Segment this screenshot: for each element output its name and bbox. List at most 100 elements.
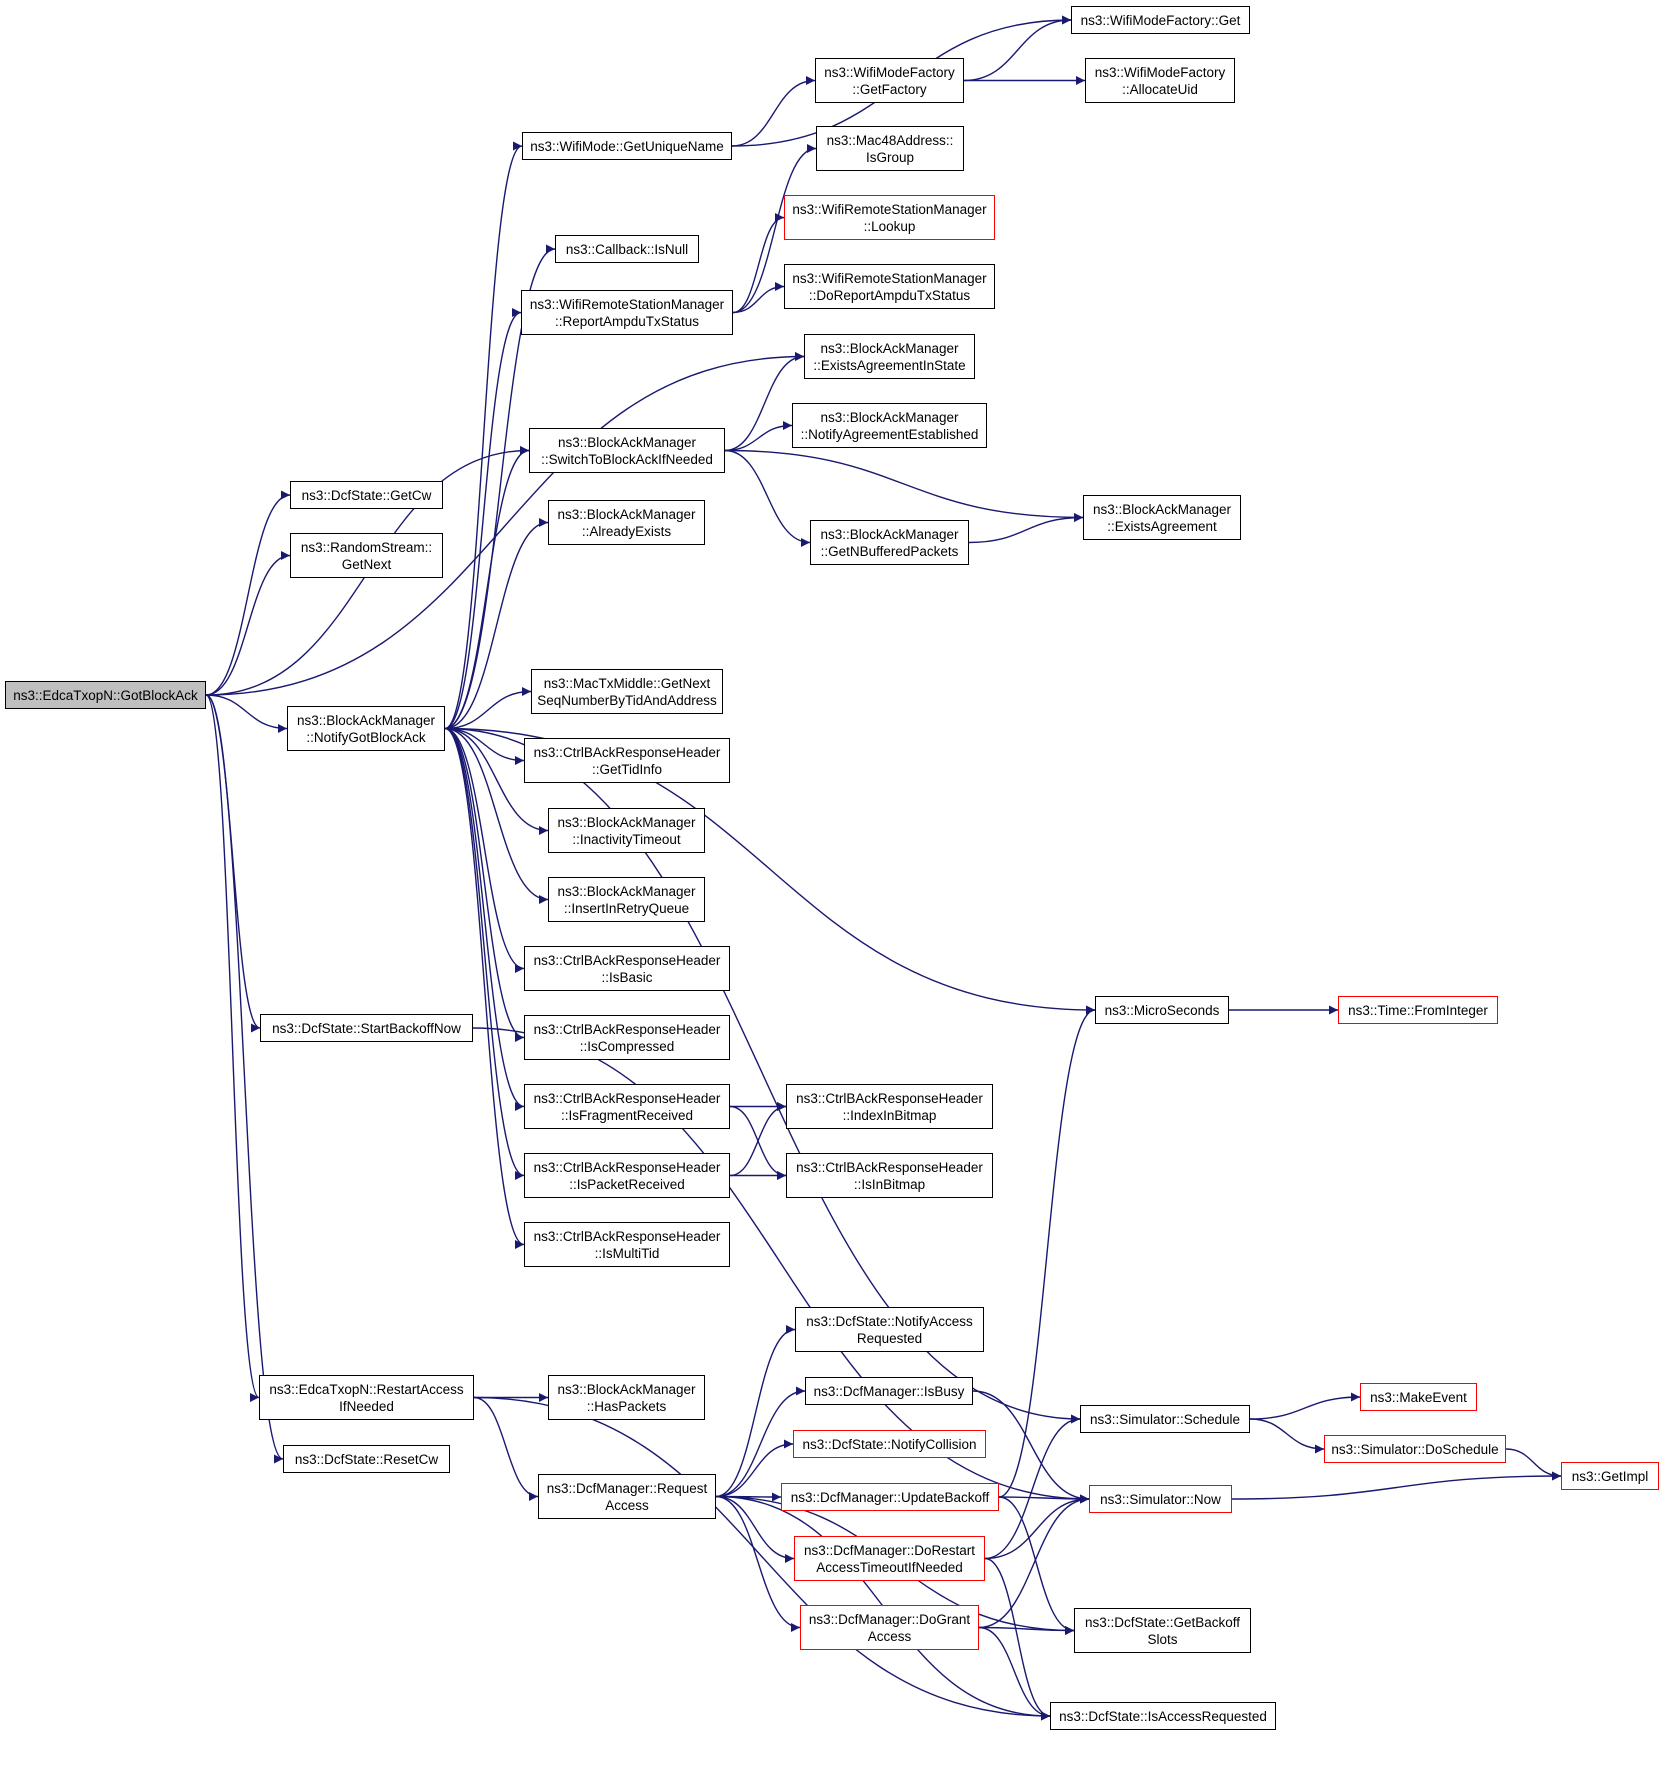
node-label-line: ::GetTidInfo	[591, 761, 663, 777]
node-label-line: IsGroup	[865, 149, 915, 165]
node-ismultitid[interactable]: ns3::CtrlBAckResponseHeader::IsMultiTid	[524, 1222, 730, 1267]
edge-requestaccess-to-dorestartaccess	[715, 1495, 795, 1563]
edge-notifygotblockack-to-isbasic	[444, 727, 525, 973]
node-label-line: ns3::DcfState::NotifyCollision	[802, 1436, 977, 1452]
node-label-line: ns3::DcfManager::IsBusy	[813, 1383, 965, 1399]
node-startbackoffnow[interactable]: ns3::DcfState::StartBackoffNow	[260, 1014, 473, 1042]
node-label-line: ns3::WifiRemoteStationManager	[529, 296, 725, 312]
edge-notifygotblockack-to-isfragmentreceived	[444, 727, 525, 1111]
node-isnull[interactable]: ns3::Callback::IsNull	[555, 235, 699, 263]
node-getcw[interactable]: ns3::DcfState::GetCw	[290, 481, 443, 509]
node-label-line: ns3::BlockAckManager	[557, 434, 697, 450]
node-gettidinfo[interactable]: ns3::CtrlBAckResponseHeader::GetTidInfo	[524, 738, 730, 783]
node-existsinstate[interactable]: ns3::BlockAckManager::ExistsAgreementInS…	[804, 334, 975, 379]
node-label-line: Access	[605, 1497, 649, 1513]
edge-dorestartaccess-to-schedule	[984, 1414, 1081, 1560]
node-iscompressed[interactable]: ns3::CtrlBAckResponseHeader::IsCompresse…	[524, 1015, 730, 1060]
edge-root-to-restartaccess	[205, 694, 260, 1402]
node-microseconds[interactable]: ns3::MicroSeconds	[1095, 996, 1229, 1024]
node-label-line: ns3::Simulator::Schedule	[1089, 1411, 1241, 1427]
edge-doschedule-to-getimpl	[1505, 1448, 1562, 1481]
node-schedule[interactable]: ns3::Simulator::Schedule	[1080, 1405, 1250, 1433]
node-label-line: ns3::CtrlBAckResponseHeader	[796, 1159, 983, 1175]
node-makeevent[interactable]: ns3::MakeEvent	[1360, 1383, 1477, 1411]
node-reportampdu[interactable]: ns3::WifiRemoteStationManager::ReportAmp…	[521, 290, 733, 335]
edge-updatebackoff-to-getbackoffslots	[998, 1496, 1075, 1635]
node-insertinretry[interactable]: ns3::BlockAckManager::InsertInRetryQueue	[548, 877, 705, 922]
node-root[interactable]: ns3::EdcaTxopN::GotBlockAck	[5, 681, 206, 709]
node-doreportampdu[interactable]: ns3::WifiRemoteStationManager::DoReportA…	[784, 264, 995, 309]
node-label-line: ns3::CtrlBAckResponseHeader	[533, 952, 721, 968]
node-isfragmentreceived[interactable]: ns3::CtrlBAckResponseHeader::IsFragmentR…	[524, 1084, 730, 1129]
node-label-line: ns3::BlockAckManager	[557, 1381, 696, 1397]
node-label-line: ns3::Mac48Address::	[826, 132, 954, 148]
node-label-line: ::InactivityTimeout	[572, 831, 681, 847]
node-label-line: ns3::Time::FromInteger	[1348, 1002, 1488, 1018]
node-rsgetnext[interactable]: ns3::RandomStream::GetNext	[290, 533, 443, 578]
node-label-line: ns3::DcfManager::DoRestart	[803, 1542, 976, 1558]
edge-restartaccess-to-requestaccess	[473, 1396, 539, 1501]
node-label-line: ns3::WifiRemoteStationManager	[792, 201, 987, 217]
node-alreadyexists[interactable]: ns3::BlockAckManager::AlreadyExists	[548, 500, 705, 545]
node-label-line: ns3::EdcaTxopN::GotBlockAck	[13, 687, 198, 703]
node-isgroup[interactable]: ns3::Mac48Address::IsGroup	[816, 126, 964, 171]
edge-switchtoblockack-to-getnbuffered	[724, 449, 811, 547]
node-isinbitmap[interactable]: ns3::CtrlBAckResponseHeader::IsInBitmap	[786, 1153, 993, 1198]
node-label-line: ::AllocateUid	[1122, 81, 1198, 97]
node-isaccessrequested[interactable]: ns3::DcfState::IsAccessRequested	[1050, 1702, 1276, 1730]
node-label-line: ns3::DcfManager::Request	[546, 1480, 708, 1496]
edge-ispacketreceived-to-indexinbitmap	[729, 1102, 787, 1177]
node-notifyagreement[interactable]: ns3::BlockAckManager::NotifyAgreementEst…	[792, 403, 987, 448]
edge-schedule-to-doschedule	[1249, 1418, 1325, 1454]
node-label-line: GetNext	[341, 556, 392, 572]
node-label-line: ns3::CtrlBAckResponseHeader	[533, 1090, 721, 1106]
node-haspackets[interactable]: ns3::BlockAckManager::HasPackets	[548, 1375, 705, 1420]
node-label-line: ns3::BlockAckManager	[296, 712, 436, 728]
node-getimpl[interactable]: ns3::GetImpl	[1561, 1462, 1659, 1490]
node-existsagreement[interactable]: ns3::BlockAckManager::ExistsAgreement	[1083, 495, 1241, 540]
node-label-line: Requested	[856, 1330, 923, 1346]
node-notifycollision[interactable]: ns3::DcfState::NotifyCollision	[793, 1430, 986, 1458]
node-label-line: ns3::WifiMode::GetUniqueName	[530, 138, 724, 154]
node-label-line: ns3::EdcaTxopN::RestartAccess	[269, 1381, 464, 1397]
edge-dorestartaccess-to-now	[984, 1494, 1090, 1560]
edge-switchtoblockack-to-existsagreement	[724, 449, 1084, 522]
node-resetcw[interactable]: ns3::DcfState::ResetCw	[283, 1445, 450, 1473]
node-isbusy[interactable]: ns3::DcfManager::IsBusy	[805, 1377, 973, 1405]
node-isbasic[interactable]: ns3::CtrlBAckResponseHeader::IsBasic	[524, 946, 730, 991]
edge-notifygotblockack-to-getnextseq	[444, 687, 532, 730]
node-getuniquename[interactable]: ns3::WifiMode::GetUniqueName	[522, 132, 732, 160]
node-doschedule[interactable]: ns3::Simulator::DoSchedule	[1324, 1435, 1506, 1463]
node-label-line: AccessTimeoutIfNeeded	[816, 1559, 963, 1575]
node-label-line: ::IsPacketReceived	[569, 1176, 685, 1192]
node-getfactory[interactable]: ns3::WifiModeFactory::GetFactory	[815, 58, 964, 103]
edge-notifygotblockack-to-iscompressed	[444, 727, 525, 1042]
node-inactivitytimeout[interactable]: ns3::BlockAckManager::InactivityTimeout	[548, 808, 705, 853]
edge-now-to-getimpl	[1231, 1471, 1562, 1500]
node-label-line: ::HasPackets	[586, 1398, 667, 1414]
node-allocateuid[interactable]: ns3::WifiModeFactory::AllocateUid	[1085, 58, 1235, 103]
edge-getfactory-to-wmfget	[963, 15, 1072, 82]
node-label-line: ns3::CtrlBAckResponseHeader	[533, 1159, 721, 1175]
node-label-line: ns3::DcfManager::DoGrant	[808, 1611, 971, 1627]
node-frominteger[interactable]: ns3::Time::FromInteger	[1338, 996, 1498, 1024]
node-now[interactable]: ns3::Simulator::Now	[1089, 1485, 1232, 1513]
node-label-line: ::NotifyAgreementEstablished	[800, 426, 979, 442]
node-updatebackoff[interactable]: ns3::DcfManager::UpdateBackoff	[781, 1483, 999, 1511]
node-wmfget[interactable]: ns3::WifiModeFactory::Get	[1071, 6, 1250, 34]
node-switchtoblockack[interactable]: ns3::BlockAckManager::SwitchToBlockAckIf…	[529, 428, 725, 473]
node-lookup[interactable]: ns3::WifiRemoteStationManager::Lookup	[784, 195, 995, 240]
node-ispacketreceived[interactable]: ns3::CtrlBAckResponseHeader::IsPacketRec…	[524, 1153, 730, 1198]
node-indexinbitmap[interactable]: ns3::CtrlBAckResponseHeader::IndexInBitm…	[786, 1084, 993, 1129]
node-label-line: ::IsInBitmap	[853, 1176, 926, 1192]
node-notifygotblockack[interactable]: ns3::BlockAckManager::NotifyGotBlockAck	[287, 706, 445, 751]
node-label-line: ns3::CtrlBAckResponseHeader	[796, 1090, 983, 1106]
node-getnbuffered[interactable]: ns3::BlockAckManager::GetNBufferedPacket…	[810, 520, 969, 565]
